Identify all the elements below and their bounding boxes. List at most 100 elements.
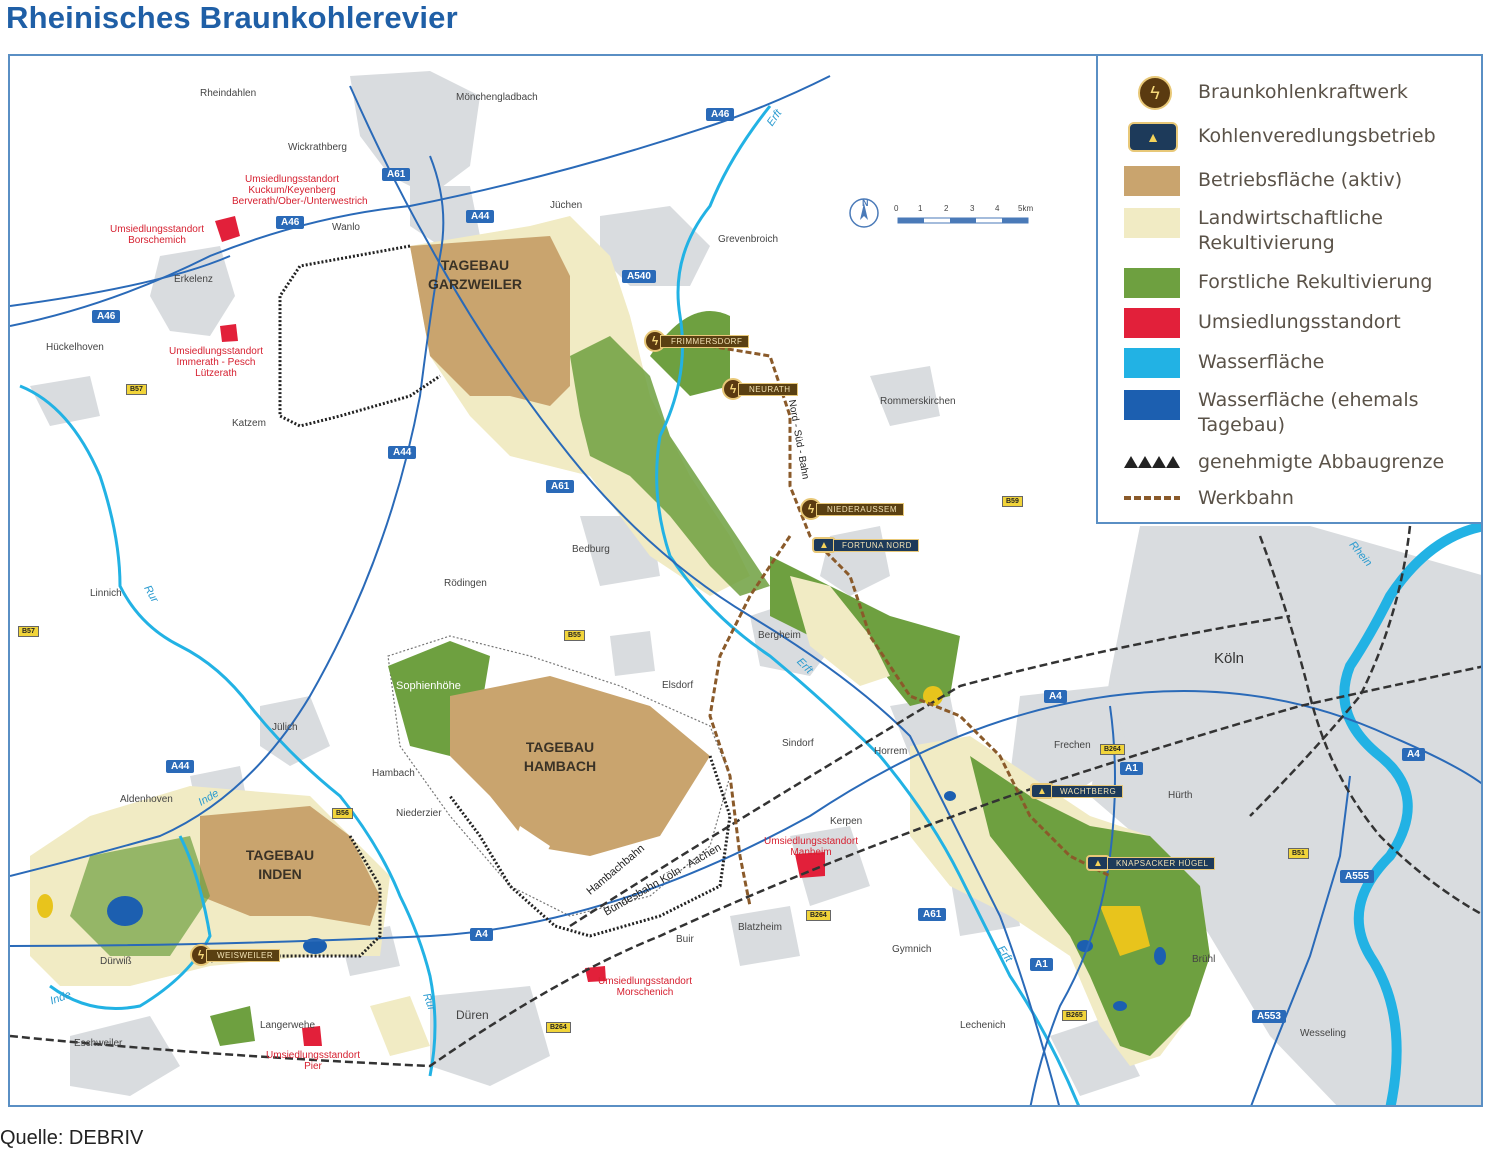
railways xyxy=(10,525,1481,1068)
legend-label: Forstliche Rekultivierung xyxy=(1198,271,1433,293)
works-railway xyxy=(708,344,1111,907)
mining-limit-icon xyxy=(1124,448,1180,478)
place-label: Wanlo xyxy=(332,222,360,233)
place-label: Langerwehe xyxy=(260,1020,316,1031)
legend-label: genehmigte Abbaugrenze xyxy=(1198,451,1445,473)
mine-label-garzweiler: TAGEBAU GARZWEILER xyxy=(427,257,523,292)
former-mine-water-swatch xyxy=(1124,390,1180,420)
place-label: Elsdorf xyxy=(662,680,694,691)
scale-tick: 0 xyxy=(894,204,899,213)
works-railway-icon xyxy=(1124,484,1180,514)
road-badge: A555 xyxy=(1340,870,1374,883)
road-badge: B264 xyxy=(546,1022,571,1033)
power-plant-frimmersdorf[interactable]: ϟ FRIMMERSDORF xyxy=(644,330,750,352)
agri-swatch xyxy=(1124,208,1180,238)
road-badge: A4 xyxy=(1402,748,1425,761)
road-badge: A44 xyxy=(466,210,495,223)
refinery-knapsacker-huegel[interactable]: ▲ KNAPSACKER HÜGEL xyxy=(1086,854,1216,872)
ville-area xyxy=(910,736,1210,1066)
garzweiler-area xyxy=(410,216,960,706)
hambach-area xyxy=(387,635,731,917)
source-note: Quelle: DEBRIV xyxy=(0,1127,144,1149)
place-label: Horrem xyxy=(874,746,908,757)
place-label: Rheindahlen xyxy=(200,88,257,99)
road-badge: A61 xyxy=(546,480,575,493)
resettlement-label: Umsiedlungsstandort Kuckum/Keyenberg Ber… xyxy=(232,174,368,207)
place-label: Jüchen xyxy=(550,200,583,211)
legend-label: Betriebsfläche (aktiv) xyxy=(1198,169,1403,191)
road-badge: A44 xyxy=(388,446,417,459)
refinery-label: KNAPSACKER HÜGEL xyxy=(1107,856,1216,870)
coal-refinery-icon: ▲ xyxy=(1124,122,1180,152)
legend: ϟ Braunkohlenkraftwerk ▲ Kohlenveredlung… xyxy=(1096,54,1483,524)
place-label: Erkelenz xyxy=(174,274,213,285)
power-plant-neurath[interactable]: ϟ NEURATH xyxy=(722,378,798,400)
power-plant-icon: ϟ xyxy=(1124,76,1180,110)
motorways xyxy=(10,75,1481,1105)
legend-item: Wasserfläche (ehemals Tagebau) xyxy=(1098,389,1481,436)
place-label: Aldenhoven xyxy=(120,794,173,805)
legend-item: Umsiedlungsstandort xyxy=(1098,308,1481,338)
road-badge: A46 xyxy=(92,310,121,323)
scale-tick: 1 xyxy=(918,204,923,213)
road-badge: A46 xyxy=(276,216,305,229)
resettlement-label: Umsiedlungsstandort Pier xyxy=(266,1050,360,1072)
resettlement-areas xyxy=(215,216,825,1046)
refinery-fortuna-nord[interactable]: ▲ FORTUNA NORD xyxy=(812,536,919,554)
road-badge: B264 xyxy=(806,910,831,921)
place-label: Lechenich xyxy=(960,1020,1006,1031)
place-label-sophienhoehe: Sophienhöhe xyxy=(396,680,461,692)
place-label: Linnich xyxy=(90,588,122,599)
scale-bar xyxy=(849,198,1029,228)
water-swatch xyxy=(1124,348,1180,378)
legend-label: Braunkohlenkraftwerk xyxy=(1198,81,1408,103)
scale-tick: 3 xyxy=(970,204,975,213)
place-label: Blatzheim xyxy=(738,922,782,933)
place-label: Hückelhoven xyxy=(46,342,104,353)
place-label: Rödingen xyxy=(444,578,487,589)
resettlement-swatch xyxy=(1124,308,1180,338)
active-area-swatch xyxy=(1124,166,1180,196)
map-canvas xyxy=(10,71,1481,1105)
power-plant-niederaussem[interactable]: ϟ NIEDERAUSSEM xyxy=(800,498,905,520)
mine-label-hambach: TAGEBAU HAMBACH xyxy=(523,739,597,774)
settlement-areas xyxy=(30,71,1481,1105)
scale-tick: 5km xyxy=(1018,204,1034,213)
page-title: Rheinisches Braunkohlerevier xyxy=(6,0,458,35)
road-badge: A4 xyxy=(1044,690,1067,703)
legend-item: Wasserfläche xyxy=(1098,348,1481,378)
resettlement-label: Umsiedlungsstandort Manheim xyxy=(764,836,858,858)
road-badge: A61 xyxy=(918,908,947,921)
plant-label: NEURATH xyxy=(738,382,798,396)
plant-label: WEISWEILER xyxy=(206,948,281,962)
scale-tick: 2 xyxy=(944,204,949,213)
mine-label-inden: TAGEBAU INDEN xyxy=(245,847,315,882)
rivers xyxy=(19,105,1481,1105)
plant-label: NIEDERAUSSEM xyxy=(816,502,905,516)
place-label: Grevenbroich xyxy=(718,234,779,245)
place-label: Wesseling xyxy=(1300,1028,1346,1039)
north-label: N xyxy=(862,198,869,208)
place-label: Sindorf xyxy=(782,738,814,749)
mining-limits xyxy=(209,244,732,963)
refinery-label: WACHTBERG xyxy=(1051,784,1124,798)
legend-label: Landwirtschaftliche Rekultivierung xyxy=(1198,207,1383,254)
place-label: Eschweiler xyxy=(74,1038,123,1049)
legend-label: Kohlenveredlungsbetrieb xyxy=(1198,125,1436,147)
place-label: Kerpen xyxy=(830,816,863,827)
place-label: Düren xyxy=(456,1008,489,1022)
legend-label: Wasserfläche xyxy=(1198,351,1325,373)
road-badge: A4 xyxy=(470,928,493,941)
plant-label: FRIMMERSDORF xyxy=(660,334,750,348)
road-badge: A44 xyxy=(166,760,195,773)
refinery-wachtberg[interactable]: ▲ WACHTBERG xyxy=(1030,782,1124,800)
place-label: Frechen xyxy=(1054,740,1091,751)
road-badge: B265 xyxy=(1062,1010,1087,1021)
resettlement-label: Umsiedlungsstandort Borschemich xyxy=(110,224,204,246)
power-plant-weisweiler[interactable]: ϟ WEISWEILER xyxy=(190,944,281,966)
legend-item: Betriebsfläche (aktiv) xyxy=(1098,166,1481,196)
road-badge: A1 xyxy=(1120,762,1143,775)
road-badge: B56 xyxy=(332,808,353,819)
road-badge: B51 xyxy=(1288,848,1309,859)
resettlement-label: Umsiedlungsstandort Morschenich xyxy=(598,976,692,998)
